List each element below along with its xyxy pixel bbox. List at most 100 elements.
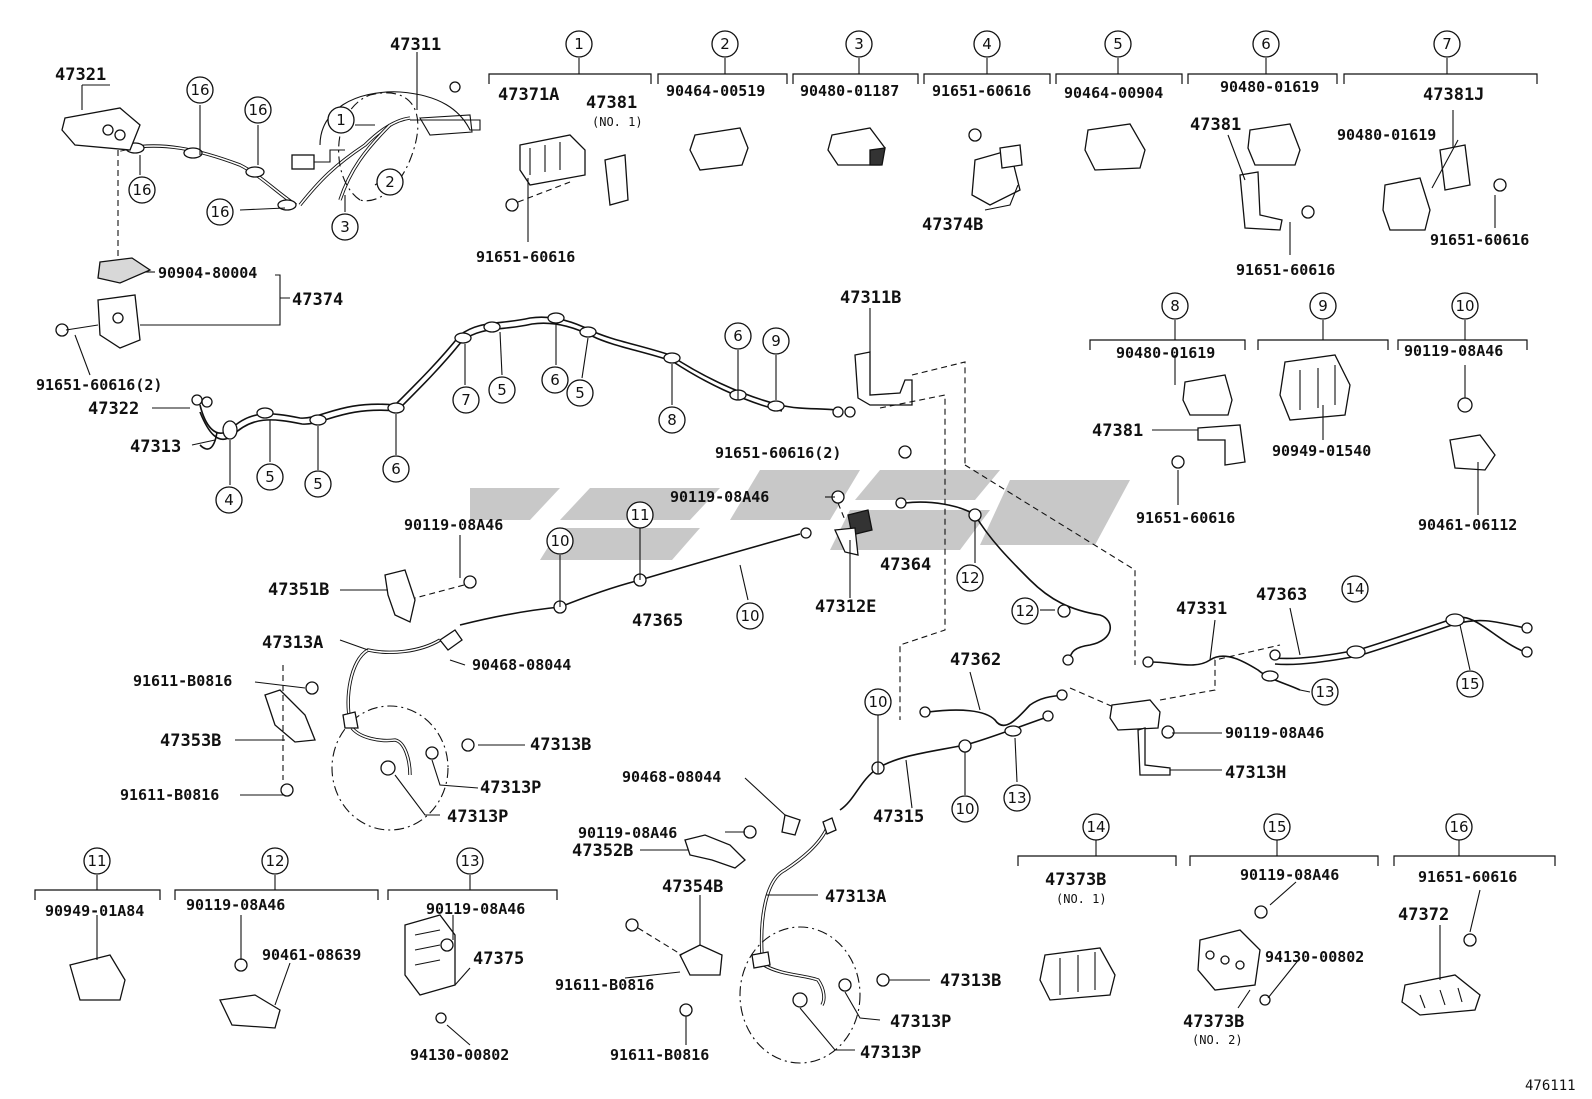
- callout-10-c: 10: [864, 688, 892, 716]
- callout-box-15: 15: [1263, 813, 1291, 841]
- svg-text:5: 5: [575, 384, 585, 402]
- svg-text:13: 13: [1007, 789, 1026, 807]
- bracket-47353B: [264, 665, 319, 797]
- label-47374B: 47374B: [922, 215, 983, 235]
- svg-text:9: 9: [1318, 297, 1328, 315]
- label-47381-box8: 47381: [1092, 421, 1143, 441]
- callout-12-a: 12: [956, 564, 984, 592]
- label-94130-box13: 94130-00802: [410, 1046, 509, 1064]
- svg-text:15: 15: [1460, 675, 1479, 693]
- callout-box-8: 8: [1161, 292, 1189, 320]
- bracket-47321: [61, 107, 141, 270]
- callout-9-line: 9: [762, 327, 790, 355]
- callout-top-2: 2: [711, 30, 739, 58]
- callout-5-d: 5: [566, 379, 594, 407]
- label-47353B: 47353B: [160, 731, 221, 751]
- clamp-47374: [55, 257, 152, 349]
- svg-text:7: 7: [461, 391, 471, 409]
- label-90119-box10: 90119-08A46: [1404, 342, 1503, 360]
- label-47364: 47364: [880, 555, 931, 575]
- svg-text:15: 15: [1267, 818, 1286, 836]
- callout-box-12: 12: [261, 847, 289, 875]
- callout-10-d: 10: [951, 795, 979, 823]
- svg-text:8: 8: [667, 411, 677, 429]
- label-47351B: 47351B: [268, 580, 329, 600]
- label-90119-c: 90119-08A46: [1225, 724, 1324, 742]
- svg-text:8: 8: [1170, 297, 1180, 315]
- label-47381J: 47381J: [1423, 85, 1484, 105]
- label-91651-2b: 91651-60616(2): [715, 444, 841, 462]
- svg-text:13: 13: [460, 852, 479, 870]
- callout-top-5: 5: [1104, 30, 1132, 58]
- label-91651-box4: 91651-60616: [932, 82, 1031, 100]
- callout-top-1: 1: [565, 30, 593, 58]
- label-47374: 47374: [292, 290, 343, 310]
- svg-text:5: 5: [265, 468, 275, 486]
- svg-text:13: 13: [1315, 683, 1334, 701]
- label-91651-box1: 91651-60616: [476, 248, 575, 266]
- callout-box-10: 10: [1451, 292, 1479, 320]
- callout-2-mc: 2: [376, 168, 404, 196]
- svg-text:6: 6: [391, 460, 401, 478]
- label-47373B-no1: 47373B: [1045, 870, 1106, 890]
- watermark-logo: [470, 470, 1130, 560]
- callout-box-11: 11: [83, 847, 111, 875]
- label-47313P-d: 47313P: [860, 1043, 921, 1063]
- label-90468-b: 90468-08044: [622, 768, 721, 786]
- label-47375: 47375: [473, 949, 524, 969]
- label-90949-01A84: 90949-01A84: [45, 902, 144, 920]
- label-90119-a: 90119-08A46: [670, 488, 769, 506]
- label-47352B: 47352B: [572, 841, 633, 861]
- label-90461-06112: 90461-06112: [1418, 516, 1517, 534]
- label-91651-2a: 91651-60616(2): [36, 376, 162, 394]
- callout-13-b: 13: [1311, 678, 1339, 706]
- label-47313B-b: 47313B: [940, 971, 1001, 991]
- callout-box-14: 14: [1082, 813, 1110, 841]
- label-91611-a: 91611-B0816: [133, 672, 232, 690]
- label-47313B-a: 47313B: [530, 735, 591, 755]
- label-47313P-c: 47313P: [890, 1012, 951, 1032]
- bracket-47352B: [684, 814, 801, 869]
- svg-text:10: 10: [550, 532, 569, 550]
- legend-part-icons: [69, 123, 1507, 1029]
- svg-text:3: 3: [854, 35, 864, 53]
- callout-1-mc: 1: [327, 106, 355, 134]
- label-47313H: 47313H: [1225, 763, 1286, 783]
- bracket-47312E: [831, 490, 873, 556]
- label-47315: 47315: [873, 807, 924, 827]
- label-90949-01540: 90949-01540: [1272, 442, 1371, 460]
- callout-box-16: 16: [1445, 813, 1473, 841]
- label-47311B: 47311B: [840, 288, 901, 308]
- legend-row-top: [34, 58, 1556, 900]
- callout-13-a: 13: [1003, 784, 1031, 812]
- svg-text:10: 10: [868, 693, 887, 711]
- label-90119-box12: 90119-08A46: [186, 896, 285, 914]
- label-90119-b: 90119-08A46: [404, 516, 503, 534]
- callout-15-line: 15: [1456, 670, 1484, 698]
- svg-text:10: 10: [955, 800, 974, 818]
- callout-4-line: 4: [215, 486, 243, 514]
- svg-text:5: 5: [497, 381, 507, 399]
- label-47312E: 47312E: [815, 597, 876, 617]
- callout-16-b: 16: [244, 96, 272, 124]
- junction-47313H: [1109, 699, 1175, 776]
- label-91651-box8: 91651-60616: [1136, 509, 1235, 527]
- label-47354B: 47354B: [662, 877, 723, 897]
- caliper-area-left: [331, 629, 475, 831]
- callout-7-line: 7: [452, 386, 480, 414]
- label-91611-c: 91611-B0816: [555, 976, 654, 994]
- svg-text:6: 6: [550, 371, 560, 389]
- callout-11-line: 11: [626, 501, 654, 529]
- callout-top-7: 7: [1433, 30, 1461, 58]
- callout-5-a: 5: [256, 463, 284, 491]
- label-47322: 47322: [88, 399, 139, 419]
- label-47371A: 47371A: [498, 85, 559, 105]
- callout-circles: 1 2 3 4 5 6 7 8 9 10 11 12 13 14 15 16 1…: [83, 30, 1484, 875]
- pipe-fittings: [191, 394, 1533, 722]
- label-47381-box6: 47381: [1190, 115, 1241, 135]
- label-90480-box6: 90480-01619: [1220, 78, 1319, 96]
- svg-text:3: 3: [340, 218, 350, 236]
- label-91651-box16: 91651-60616: [1418, 868, 1517, 886]
- svg-text:5: 5: [1113, 35, 1123, 53]
